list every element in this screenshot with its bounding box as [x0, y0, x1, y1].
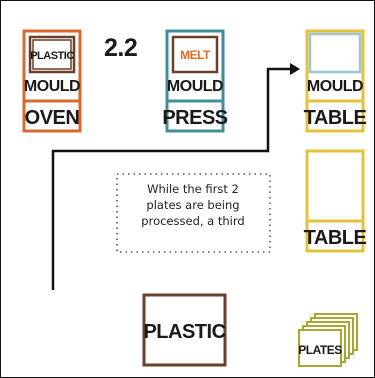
step-number: 2.2: [104, 34, 137, 62]
flow-path-line: [51, 67, 297, 290]
plates-stack: PLATES: [298, 313, 358, 367]
press-content-label: MELT: [180, 48, 211, 62]
note-line-2: plates are being: [146, 198, 239, 212]
press-mould-box: [171, 35, 219, 74]
oven-mould-box: [28, 35, 76, 74]
plastic-box: [142, 293, 227, 367]
oven-station: PLASTIC MOULD OVEN: [22, 29, 82, 133]
note-line-3: processed, a third: [141, 214, 244, 228]
press-frame: [165, 29, 225, 133]
plate-sheet-0: [298, 329, 342, 367]
oven-mould-label: MOULD: [24, 78, 80, 95]
oven-plastic-sheet: [32, 39, 72, 70]
table-mid-label: TABLE: [304, 227, 367, 249]
table-mid-frame: [305, 149, 365, 253]
table-top-mould-box: [308, 32, 362, 74]
plastic-label: PLASTIC: [143, 321, 225, 343]
table-top-mould-label: MOULD: [307, 78, 363, 95]
flow-path: [51, 63, 300, 290]
plastic-stock: PLASTIC: [142, 293, 227, 367]
oven-frame: [22, 29, 82, 133]
table-top-station: MOULD TABLE: [304, 29, 367, 133]
press-mould-label: MOULD: [167, 78, 223, 95]
note-line-1: While the first 2: [147, 182, 239, 196]
flow-arrowhead: [290, 63, 300, 75]
table-top-label: TABLE: [304, 107, 367, 129]
press-label: PRESS: [162, 107, 227, 129]
table-top-frame: [305, 29, 365, 133]
table-mid-station: TABLE: [304, 149, 367, 253]
note-box: While the first 2 plates are being proce…: [116, 173, 271, 253]
press-station: MELT MOULD PRESS: [162, 29, 228, 133]
plates-label: PLATES: [298, 343, 342, 357]
oven-content-label: PLASTIC: [30, 50, 74, 62]
oven-label: OVEN: [25, 107, 80, 129]
